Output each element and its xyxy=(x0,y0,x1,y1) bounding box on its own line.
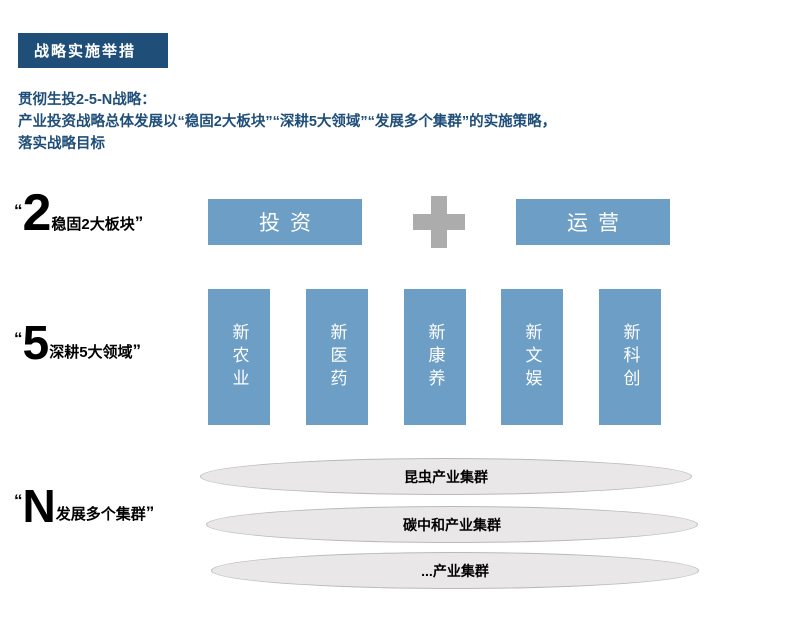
close-quote: ” xyxy=(132,341,142,361)
row-clusters-label: “ N 发展多个集群 ” xyxy=(14,480,155,532)
ellipse-insect-cluster: 昆虫产业集群 xyxy=(200,458,692,495)
plus-vertical-bar xyxy=(431,196,447,248)
ellipse-insect-cluster-label: 昆虫产业集群 xyxy=(404,468,488,485)
ellipse-carbon-cluster-label: 碳中和产业集群 xyxy=(403,516,501,533)
box-new-agriculture-label: 新农业 xyxy=(229,322,249,392)
box-new-tech: 新科创 xyxy=(599,289,661,425)
box-new-wellness-label: 新康养 xyxy=(425,322,445,392)
box-new-entertainment: 新文娱 xyxy=(501,289,563,425)
intro-strategy-title: 贯彻生投2-5-N战略： xyxy=(18,92,156,108)
ellipse-more-clusters: ...产业集群 xyxy=(211,552,699,589)
box-new-medicine: 新医药 xyxy=(306,289,368,425)
open-quote: “ xyxy=(14,200,23,220)
box-investment: 投资 xyxy=(208,199,362,245)
row-clusters-label-text: 发展多个集群 xyxy=(55,506,146,524)
row-boards-label: “ 2 稳固2大板块 ” xyxy=(14,184,144,242)
row-fields-label-text: 深耕5大领域 xyxy=(49,344,133,362)
row-fields-label: “ 5 深耕5大领域 ” xyxy=(14,317,142,370)
intro-line-2: 落实战略目标 xyxy=(18,135,105,152)
close-quote: ” xyxy=(134,212,144,232)
section-badge: 战略实施举措 xyxy=(18,33,168,68)
intro: 贯彻生投2-5-N战略： 产业投资战略总体发展以“稳固2大板块”“深耕5大领域”… xyxy=(18,90,758,155)
box-new-wellness: 新康养 xyxy=(404,289,466,425)
plus-icon xyxy=(413,196,465,248)
box-new-entertainment-label: 新文娱 xyxy=(522,322,542,392)
big-number-5: 5 xyxy=(22,317,50,370)
box-new-agriculture: 新农业 xyxy=(208,289,270,425)
ellipse-carbon-cluster: 碳中和产业集群 xyxy=(206,506,698,543)
box-investment-label: 投资 xyxy=(259,212,321,235)
box-new-medicine-label: 新医药 xyxy=(327,322,347,392)
box-new-tech-label: 新科创 xyxy=(620,322,640,392)
close-quote: ” xyxy=(145,503,155,523)
open-quote: “ xyxy=(14,329,23,349)
big-number-2: 2 xyxy=(22,184,52,242)
row-boards-label-text: 稳固2大板块 xyxy=(51,215,135,233)
box-operations: 运营 xyxy=(516,199,670,245)
big-letter-n: N xyxy=(22,480,56,532)
intro-line-1: 产业投资战略总体发展以“稳固2大板块”“深耕5大领域”“发展多个集群”的实施策略… xyxy=(18,113,557,130)
box-operations-label: 运营 xyxy=(567,212,629,235)
open-quote: “ xyxy=(14,491,23,511)
ellipse-more-clusters-label: ...产业集群 xyxy=(421,562,489,579)
